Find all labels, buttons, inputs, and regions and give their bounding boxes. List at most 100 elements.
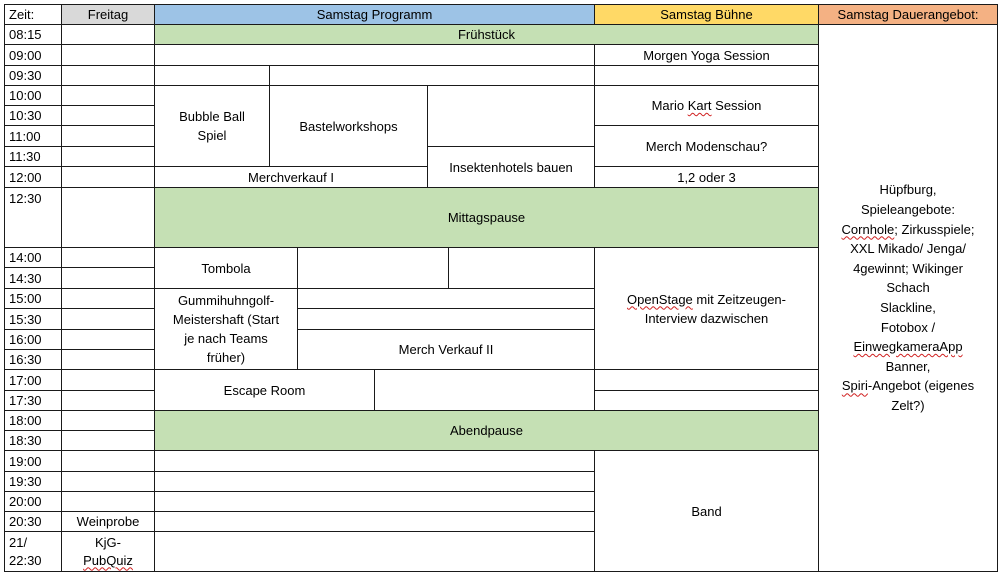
friday-empty — [62, 106, 155, 126]
friday-empty — [62, 492, 155, 512]
program-empty — [155, 66, 270, 86]
friday-empty — [62, 330, 155, 350]
friday-empty — [62, 248, 155, 268]
program-empty — [155, 472, 595, 492]
program-empty — [428, 86, 595, 147]
ongoing-cornhole: Cornhole — [841, 221, 895, 237]
program-empty — [298, 248, 449, 289]
ongoing-einwegkamera: EinwegkameraApp — [853, 339, 963, 355]
time-label: 18:00 — [4, 411, 62, 431]
event-merch-verkauf-2: Merch Verkauf II — [298, 330, 595, 370]
friday-empty — [62, 451, 155, 472]
header-saturday-stage: Samstag Bühne — [595, 4, 819, 25]
time-label: 10:00 — [4, 86, 62, 106]
program-empty — [155, 532, 595, 572]
event-mario-kart: Mario Kart Session — [595, 86, 819, 126]
mario-kart-suffix: Session — [711, 98, 762, 113]
event-tombola: Tombola — [155, 248, 298, 289]
event-fruehstueck: Frühstück — [155, 25, 819, 45]
program-empty — [375, 370, 595, 411]
ongoing-offers: Hüpfburg, Spieleangebote: Cornhole; Zirk… — [819, 25, 998, 572]
time-label: 21/ 22:30 — [4, 532, 62, 572]
time-label: 17:30 — [4, 391, 62, 411]
time-label: 12:30 — [4, 188, 62, 248]
friday-empty — [62, 411, 155, 431]
ongoing-line4: -Angebot (eigenes Zelt?) — [867, 378, 975, 413]
event-mittagspause: Mittagspause — [155, 188, 819, 248]
event-1-2-oder-3: 1,2 oder 3 — [595, 167, 819, 188]
event-band: Band — [595, 451, 819, 572]
header-friday: Freitag — [62, 4, 155, 25]
ongoing-spiri: Spiri — [841, 378, 868, 394]
friday-empty — [62, 309, 155, 330]
friday-empty — [62, 66, 155, 86]
kjg-prefix: KjG- — [95, 534, 121, 550]
friday-empty — [62, 45, 155, 66]
friday-empty — [62, 188, 155, 248]
friday-weinprobe: Weinprobe — [62, 512, 155, 532]
time-label: 14:30 — [4, 268, 62, 289]
ongoing-line3: Banner, — [885, 358, 931, 374]
event-escape-room: Escape Room — [155, 370, 375, 411]
friday-kjg-pubquiz: KjG- PubQuiz — [62, 532, 155, 572]
schedule-table: Zeit: Freitag Samstag Programm Samstag B… — [4, 4, 998, 572]
time-label: 12:00 — [4, 167, 62, 188]
program-empty — [155, 45, 595, 66]
friday-empty — [62, 268, 155, 289]
friday-empty — [62, 472, 155, 492]
header-saturday-ongoing: Samstag Dauerangebot: — [819, 4, 998, 25]
time-label: 16:00 — [4, 330, 62, 350]
friday-empty — [62, 126, 155, 147]
program-empty — [155, 451, 595, 472]
time-label: 14:00 — [4, 248, 62, 268]
event-morgen-yoga: Morgen Yoga Session — [595, 45, 819, 66]
event-bubble-ball: Bubble Ball Spiel — [155, 86, 270, 167]
header-time: Zeit: — [4, 4, 62, 25]
time-label: 09:00 — [4, 45, 62, 66]
friday-empty — [62, 147, 155, 167]
program-empty — [270, 66, 595, 86]
program-empty — [298, 289, 595, 309]
friday-empty — [62, 167, 155, 188]
event-merchverkauf-1: Merchverkauf I — [155, 167, 428, 188]
stage-empty — [595, 66, 819, 86]
time-label: 15:30 — [4, 309, 62, 330]
program-empty — [449, 248, 595, 289]
ongoing-text: Hüpfburg, Spieleangebote: Cornhole; Zirk… — [842, 180, 975, 415]
friday-empty — [62, 25, 155, 45]
time-label: 11:00 — [4, 126, 62, 147]
event-bastelworkshops: Bastelworkshops — [270, 86, 428, 167]
time-label: 08:15 — [4, 25, 62, 45]
time-label: 09:30 — [4, 66, 62, 86]
time-label: 16:30 — [4, 350, 62, 370]
time-label: 20:30 — [4, 512, 62, 532]
friday-empty — [62, 350, 155, 370]
friday-empty — [62, 391, 155, 411]
time-label: 10:30 — [4, 106, 62, 126]
event-openstage: OpenStage mit Zeitzeugen- Interview dazw… — [595, 248, 819, 370]
time-label: 19:30 — [4, 472, 62, 492]
ongoing-line2: ; Zirkusspiele; XXL Mikado/ Jenga/ 4gewi… — [850, 221, 975, 335]
openstage-text: OpenStage mit Zeitzeugen- Interview dazw… — [627, 290, 786, 328]
stage-empty — [595, 391, 819, 411]
time-label: 18:30 — [4, 431, 62, 451]
time-label: 17:00 — [4, 370, 62, 391]
event-gummihuhngolf: Gummihuhngolf- Meistershaft (Start je na… — [155, 289, 298, 370]
time-label: 11:30 — [4, 147, 62, 167]
program-empty — [298, 309, 595, 330]
program-empty — [155, 512, 595, 532]
friday-empty — [62, 370, 155, 391]
header-saturday-program: Samstag Programm — [155, 4, 595, 25]
pubquiz-word: PubQuiz — [83, 552, 133, 568]
mario-kart-word: Kart — [687, 98, 712, 113]
openstage-rest: mit Zeitzeugen- Interview dazwischen — [644, 291, 786, 326]
event-abendpause: Abendpause — [155, 411, 819, 451]
friday-empty — [62, 86, 155, 106]
event-insektenhotels: Insektenhotels bauen — [428, 147, 595, 188]
openstage-word: OpenStage — [627, 291, 693, 307]
time-label: 19:00 — [4, 451, 62, 472]
event-merch-modenschau: Merch Modenschau? — [595, 126, 819, 167]
friday-empty — [62, 289, 155, 309]
program-empty — [155, 492, 595, 512]
stage-empty — [595, 370, 819, 391]
